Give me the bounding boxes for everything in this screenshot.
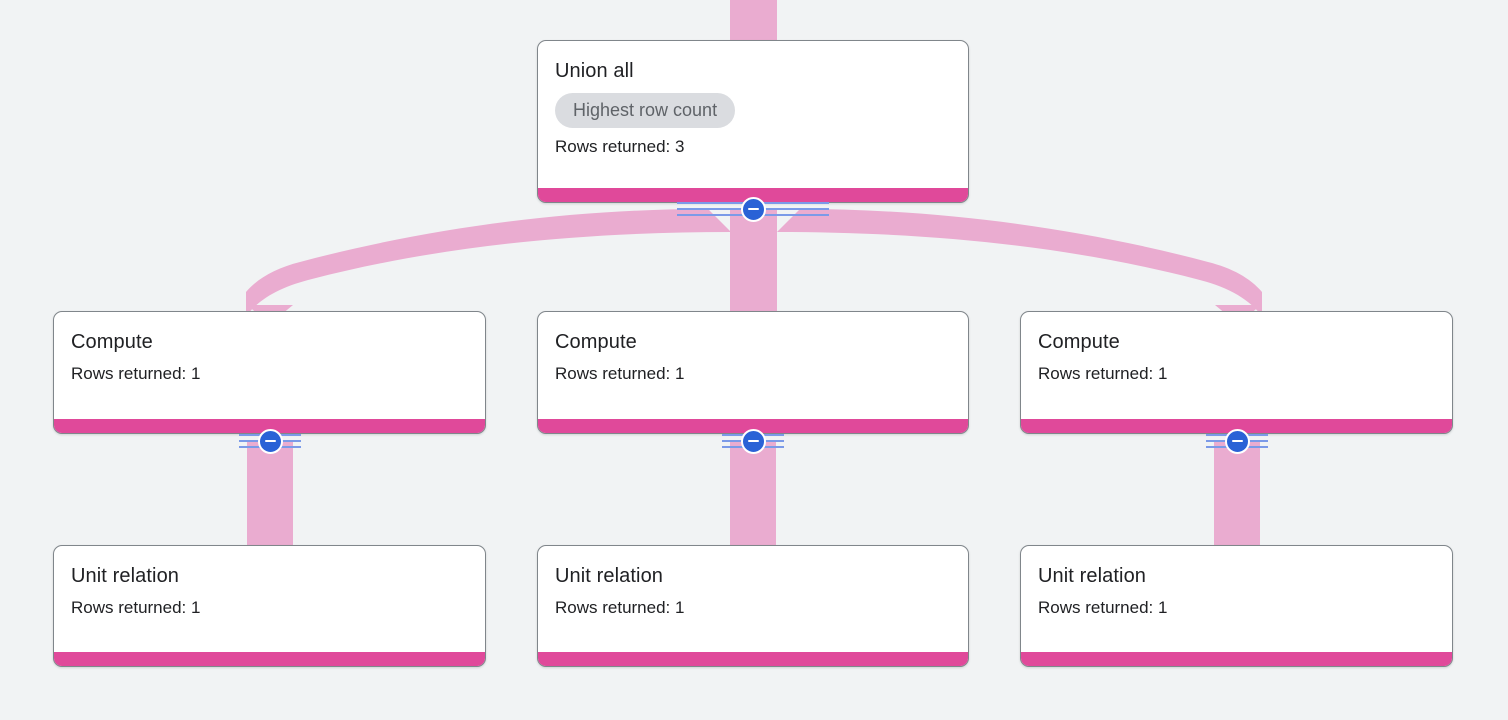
node-unit-relation-center-body: Unit relation Rows returned: 1 — [538, 546, 968, 619]
node-title: Unit relation — [1038, 565, 1147, 587]
node-footer-bar — [54, 419, 485, 433]
node-title: Unit relation — [555, 565, 664, 587]
node-unit-relation-right[interactable]: Unit relation Rows returned: 1 — [1020, 545, 1453, 667]
node-compute-left[interactable]: Compute Rows returned: 1 — [53, 311, 486, 434]
node-footer-bar — [54, 652, 485, 666]
node-title: Compute — [71, 331, 153, 353]
node-compute-left-body: Compute Rows returned: 1 — [54, 312, 485, 385]
node-unit-relation-center[interactable]: Unit relation Rows returned: 1 — [537, 545, 969, 667]
collapse-toggle-union-all[interactable] — [677, 194, 829, 224]
edge-union-to-compute-center — [730, 209, 777, 315]
node-footer-bar — [538, 188, 968, 202]
rows-returned-label: Rows returned: 1 — [1038, 364, 1168, 383]
collapse-toggle-compute-left[interactable] — [239, 426, 301, 456]
node-compute-right[interactable]: Compute Rows returned: 1 — [1020, 311, 1453, 434]
minus-circle-icon[interactable] — [257, 428, 283, 454]
rows-returned-label: Rows returned: 3 — [555, 137, 685, 156]
minus-circle-icon[interactable] — [740, 196, 766, 222]
collapse-toggle-compute-center[interactable] — [722, 426, 784, 456]
node-title: Compute — [1038, 331, 1120, 353]
node-compute-right-body: Compute Rows returned: 1 — [1021, 312, 1452, 385]
edge-union-to-compute-right — [777, 209, 1262, 316]
edge-union-to-compute-left — [246, 209, 731, 316]
rows-returned-label: Rows returned: 1 — [555, 364, 685, 383]
node-title: Union all — [555, 60, 634, 82]
node-footer-bar — [1021, 419, 1452, 433]
node-title: Unit relation — [71, 565, 180, 587]
node-compute-center[interactable]: Compute Rows returned: 1 — [537, 311, 969, 434]
edge-compute-left-to-unit-left — [247, 441, 293, 549]
minus-circle-icon[interactable] — [1224, 428, 1250, 454]
node-union-all[interactable]: Union all Highest row count Rows returne… — [537, 40, 969, 203]
rows-returned-label: Rows returned: 1 — [1038, 598, 1168, 617]
node-footer-bar — [1021, 652, 1452, 666]
node-title: Compute — [555, 331, 637, 353]
node-unit-relation-left-body: Unit relation Rows returned: 1 — [54, 546, 485, 619]
node-compute-center-body: Compute Rows returned: 1 — [538, 312, 968, 385]
edge-incoming-top — [730, 0, 777, 42]
node-unit-relation-right-body: Unit relation Rows returned: 1 — [1021, 546, 1452, 619]
node-footer-bar — [538, 419, 968, 433]
rows-returned-label: Rows returned: 1 — [555, 598, 685, 617]
edge-compute-right-to-unit-right — [1214, 441, 1260, 549]
node-unit-relation-left[interactable]: Unit relation Rows returned: 1 — [53, 545, 486, 667]
node-union-all-body: Union all Highest row count Rows returne… — [538, 41, 968, 158]
rows-returned-label: Rows returned: 1 — [71, 598, 201, 617]
highest-row-count-badge: Highest row count — [555, 93, 736, 128]
minus-circle-icon[interactable] — [740, 428, 766, 454]
edge-compute-center-to-unit-center — [730, 441, 776, 549]
collapse-toggle-compute-right[interactable] — [1206, 426, 1268, 456]
rows-returned-label: Rows returned: 1 — [71, 364, 201, 383]
node-footer-bar — [538, 652, 968, 666]
